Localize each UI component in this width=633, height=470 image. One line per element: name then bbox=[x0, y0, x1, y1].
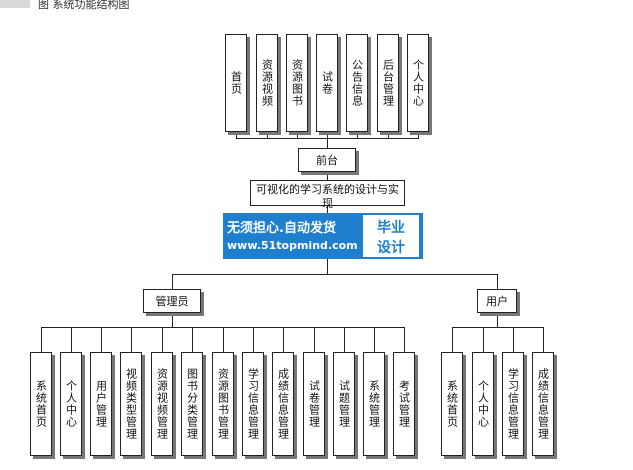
admin-drop-3 bbox=[131, 327, 132, 352]
watermark-badge: 无须担心.自动发货 www.51topmind.com 毕业 设计 bbox=[223, 213, 423, 259]
admin-node-7-label: 学习信息管理 bbox=[246, 368, 260, 440]
front-node-6-label: 个人中心 bbox=[411, 59, 425, 107]
front-drop-4 bbox=[357, 132, 358, 138]
admin-node-3: 视频类型管理 bbox=[120, 352, 142, 456]
admin-node-9: 试卷管理 bbox=[303, 352, 325, 456]
root-label: 可视化的学习系统的设计与实现 bbox=[256, 183, 399, 210]
user-node-2: 学习信息管理 bbox=[502, 352, 524, 456]
branch-bus bbox=[172, 274, 498, 275]
front-drop-5 bbox=[388, 132, 389, 138]
front-node-6: 个人中心 bbox=[407, 34, 429, 132]
admin-drop-9 bbox=[314, 327, 315, 352]
admin-node-0: 系统首页 bbox=[30, 352, 52, 456]
admin-node-0-label: 系统首页 bbox=[34, 380, 48, 428]
watermark-right-line1: 毕业 bbox=[377, 220, 405, 236]
admin-node-4: 资源视频管理 bbox=[151, 352, 173, 456]
branch-admin bbox=[172, 274, 173, 289]
front-node-4-label: 公告信息 bbox=[350, 59, 364, 107]
front-node-3: 试卷 bbox=[316, 34, 338, 132]
admin-node-3-label: 视频类型管理 bbox=[124, 368, 138, 440]
admin-drop-11 bbox=[374, 327, 375, 352]
admin-node-8-label: 成绩信息管理 bbox=[276, 368, 290, 440]
front-label-box: 前台 bbox=[298, 148, 356, 172]
admin-node-1: 个人中心 bbox=[60, 352, 82, 456]
admin-node-7: 学习信息管理 bbox=[242, 352, 264, 456]
watermark-right-line2: 设计 bbox=[377, 240, 405, 256]
front-node-5-label: 后台管理 bbox=[381, 59, 395, 107]
watermark-right: 毕业 设计 bbox=[363, 215, 419, 257]
admin-stem bbox=[172, 313, 173, 327]
watermark-url: www.51topmind.com bbox=[227, 239, 358, 252]
admin-node-2-label: 用户管理 bbox=[94, 380, 108, 428]
user-drop-2 bbox=[513, 327, 514, 352]
admin-node-2: 用户管理 bbox=[90, 352, 112, 456]
user-node-1-label: 个人中心 bbox=[476, 380, 490, 428]
admin-drop-5 bbox=[192, 327, 193, 352]
front-node-3-label: 试卷 bbox=[320, 71, 334, 95]
branch-user bbox=[497, 274, 498, 289]
user-label: 用户 bbox=[486, 295, 508, 308]
corner-mark bbox=[0, 0, 30, 8]
front-drop-3 bbox=[327, 132, 328, 138]
user-drop-3 bbox=[543, 327, 544, 352]
watermark-left: 无须担心.自动发货 www.51topmind.com bbox=[223, 213, 359, 259]
admin-node-6-label: 资源图书管理 bbox=[216, 368, 230, 440]
admin-drop-7 bbox=[253, 327, 254, 352]
admin-drop-12 bbox=[404, 327, 405, 352]
front-node-0-label: 首页 bbox=[229, 71, 243, 95]
admin-drop-1 bbox=[71, 327, 72, 352]
front-node-4: 公告信息 bbox=[346, 34, 368, 132]
front-node-0: 首页 bbox=[225, 34, 247, 132]
admin-drop-8 bbox=[283, 327, 284, 352]
admin-label-box: 管理员 bbox=[143, 289, 201, 313]
admin-node-11: 系统管理 bbox=[363, 352, 385, 456]
admin-node-10: 试题管理 bbox=[333, 352, 355, 456]
user-node-3: 成绩信息管理 bbox=[532, 352, 554, 456]
front-node-2: 资源图书 bbox=[286, 34, 308, 132]
user-node-0-label: 系统首页 bbox=[445, 380, 459, 428]
front-drop-6 bbox=[418, 132, 419, 138]
user-label-box: 用户 bbox=[477, 289, 517, 313]
admin-node-5-label: 图书分类管理 bbox=[185, 368, 199, 440]
front-label: 前台 bbox=[316, 154, 338, 167]
watermark-slogan: 无须担心.自动发货 bbox=[227, 221, 336, 236]
diagram-caption: 图 系统功能结构图 bbox=[38, 0, 130, 11]
front-to-label bbox=[327, 138, 328, 148]
admin-node-6: 资源图书管理 bbox=[212, 352, 234, 456]
admin-node-12-label: 考试管理 bbox=[397, 380, 411, 428]
front-node-2-label: 资源图书 bbox=[290, 59, 304, 107]
root-node-box: 可视化的学习系统的设计与实现 bbox=[250, 180, 405, 210]
user-node-2-label: 学习信息管理 bbox=[506, 368, 520, 440]
user-drop-1 bbox=[483, 327, 484, 352]
admin-node-1-label: 个人中心 bbox=[64, 380, 78, 428]
front-node-5: 后台管理 bbox=[377, 34, 399, 132]
admin-node-10-label: 试题管理 bbox=[337, 380, 351, 428]
admin-node-4-label: 资源视频管理 bbox=[155, 368, 169, 440]
admin-node-12: 考试管理 bbox=[393, 352, 415, 456]
label-to-root bbox=[327, 172, 328, 180]
user-stem bbox=[497, 313, 498, 327]
user-node-1: 个人中心 bbox=[472, 352, 494, 456]
front-drop-2 bbox=[297, 132, 298, 138]
admin-drop-0 bbox=[41, 327, 42, 352]
admin-drop-2 bbox=[101, 327, 102, 352]
user-bus bbox=[452, 327, 544, 328]
front-drop-1 bbox=[267, 132, 268, 138]
user-node-0: 系统首页 bbox=[441, 352, 463, 456]
admin-node-11-label: 系统管理 bbox=[367, 380, 381, 428]
front-node-1-label: 资源视频 bbox=[260, 59, 274, 107]
front-node-1: 资源视频 bbox=[256, 34, 278, 132]
admin-drop-6 bbox=[223, 327, 224, 352]
user-drop-0 bbox=[452, 327, 453, 352]
admin-node-9-label: 试卷管理 bbox=[307, 380, 321, 428]
admin-label: 管理员 bbox=[155, 295, 189, 308]
front-drop-0 bbox=[236, 132, 237, 138]
admin-drop-10 bbox=[344, 327, 345, 352]
admin-node-8: 成绩信息管理 bbox=[272, 352, 294, 456]
user-node-3-label: 成绩信息管理 bbox=[536, 368, 550, 440]
admin-drop-4 bbox=[162, 327, 163, 352]
admin-node-5: 图书分类管理 bbox=[181, 352, 203, 456]
